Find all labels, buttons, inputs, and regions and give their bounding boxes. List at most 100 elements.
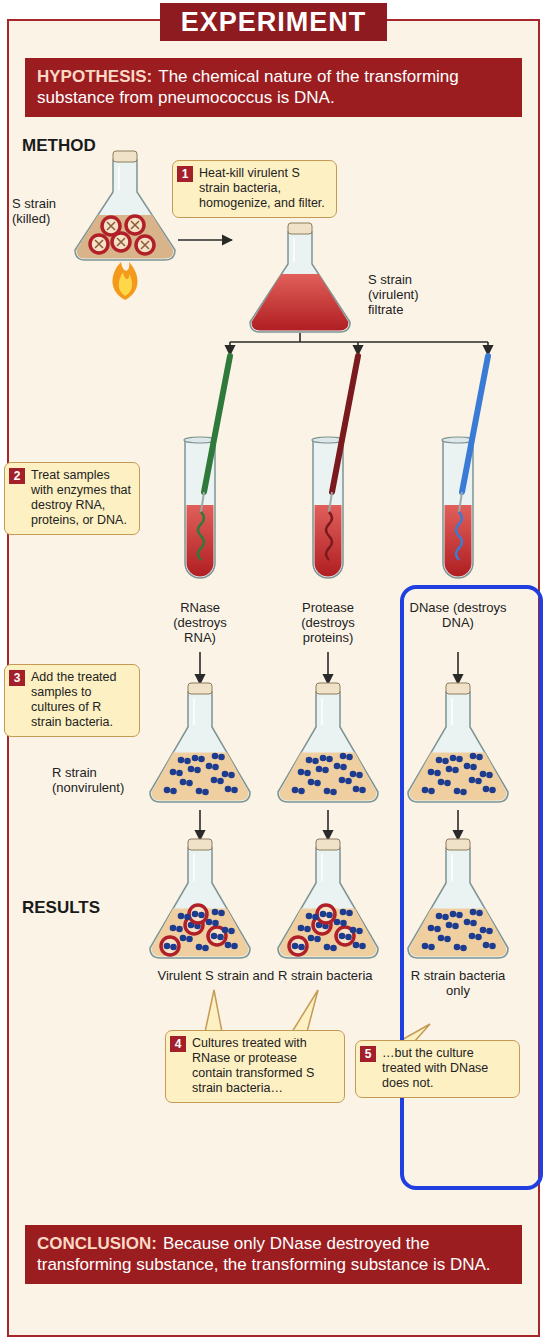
r-strain-cell <box>231 943 238 950</box>
pipette <box>462 356 488 492</box>
r-strain-cell <box>428 788 435 795</box>
r-strain-cell <box>192 911 199 918</box>
flask-glass <box>75 160 175 260</box>
r-strain-cell <box>436 913 443 920</box>
r-strain-cell <box>350 927 357 934</box>
r-strain-cell <box>196 788 203 795</box>
r-strain-cell <box>180 935 187 942</box>
r-strain-cell <box>438 935 445 942</box>
r-strain-cell <box>359 787 366 794</box>
step-callout: 3Add the treated samples to cultures of … <box>4 664 140 737</box>
r-strain-cell <box>428 944 435 951</box>
flask-label: S strain (killed) <box>12 196 70 226</box>
flask-liquid <box>252 274 349 331</box>
callout-text: Treat samples with enzymes that destroy … <box>31 468 132 528</box>
r-strain-cell <box>211 777 218 784</box>
r-strain-cell <box>186 936 193 943</box>
r-strain-cell <box>476 910 483 917</box>
r-strain-cell <box>444 780 451 787</box>
callout-text: …but the culture treated with DNase does… <box>382 1046 512 1091</box>
s-strain-capsule <box>102 217 120 235</box>
killed-cell-mark <box>141 241 149 249</box>
r-strain-cell <box>178 913 185 920</box>
r-strain-cell <box>222 927 229 934</box>
r-strain-cell <box>334 763 341 770</box>
callout-number: 3 <box>9 670 25 686</box>
flask-label: R strain (nonvirulent) <box>52 765 142 795</box>
title-tab <box>160 3 387 41</box>
r-strain-cell <box>345 934 352 941</box>
r-strain-cell <box>422 787 429 794</box>
r-strain-cell <box>486 772 493 779</box>
r-strain-cell <box>450 911 457 918</box>
r-strain-cell <box>308 779 315 786</box>
r-strain-cell <box>469 777 476 784</box>
flask-liquid <box>410 753 507 801</box>
step-callout: 1Heat-kill virulent S strain bacteria, h… <box>172 160 337 218</box>
r-strain-cell <box>304 926 311 933</box>
erlenmeyer-flask <box>250 223 350 332</box>
r-strain-cell <box>206 763 213 770</box>
flask-glass <box>408 692 508 802</box>
r-strain-cell <box>340 920 347 927</box>
r-strain-cell <box>180 779 187 786</box>
flow-arrow <box>199 810 201 840</box>
tube-liquid <box>187 505 214 577</box>
band-heading: HYPOTHESIS: <box>37 67 152 86</box>
r-strain-cell <box>475 934 482 941</box>
erlenmeyer-flask <box>75 151 175 260</box>
flask-glass <box>278 692 378 802</box>
r-strain-cell <box>178 757 185 764</box>
r-strain-cell <box>170 769 177 776</box>
r-strain-cell <box>460 789 467 796</box>
erlenmeyer-flask <box>278 839 378 958</box>
flask-stopper <box>316 839 340 850</box>
conclusion-band: CONCLUSION:Because only DNase destroyed … <box>25 1225 522 1284</box>
r-strain-cell <box>446 922 453 929</box>
r-strain-cell <box>218 910 225 917</box>
r-strain-cell <box>353 942 360 949</box>
r-strain-cell <box>196 944 203 951</box>
tube-liquid <box>315 505 342 577</box>
r-strain-cell <box>176 770 183 777</box>
r-strain-cell <box>306 913 313 920</box>
glass-highlight <box>193 698 195 725</box>
r-strain-cell <box>345 778 352 785</box>
r-strain-cell <box>212 909 219 916</box>
r-strain-cell <box>212 753 219 760</box>
killed-cell-mark <box>117 238 125 246</box>
callout-text: Heat-kill virulent S strain bacteria, ho… <box>199 166 329 211</box>
r-strain-cell <box>454 788 461 795</box>
enzyme-squiggle <box>456 512 462 560</box>
tube-liquid <box>445 505 472 577</box>
flow-arrow <box>457 810 459 840</box>
flow-arrow <box>230 341 488 343</box>
killed-cell-mark <box>95 240 103 248</box>
r-strain-cell <box>442 758 449 765</box>
s-strain-capsule <box>317 905 335 923</box>
r-strain-cell <box>186 780 193 787</box>
flask-glass <box>278 848 378 958</box>
highlight-box: DNase (destroys DNA)R strain bacteria on… <box>400 585 543 1190</box>
erlenmeyer-flask <box>278 683 378 802</box>
r-strain-cell <box>483 942 490 949</box>
flask-label: S strain (virulent) filtrate <box>368 272 448 317</box>
r-strain-cell <box>225 786 232 793</box>
r-strain-cell <box>450 755 457 762</box>
r-strain-cell <box>228 772 235 779</box>
r-strain-cell <box>198 756 205 763</box>
flask-stopper <box>446 839 470 850</box>
result-callout: 4Cultures treated with RNase or protease… <box>165 1030 345 1103</box>
callout-pointer <box>292 990 318 1032</box>
r-strain-cell <box>322 767 329 774</box>
flask-stopper <box>188 683 212 694</box>
flask-glass <box>150 848 250 958</box>
r-strain-cell <box>211 933 218 940</box>
r-strain-cell <box>217 778 224 785</box>
flask-label: DNase (destroys DNA) <box>404 600 512 630</box>
experiment-frame <box>8 20 539 1336</box>
killed-cell-mark <box>131 221 139 229</box>
r-strain-cell <box>353 786 360 793</box>
flow-arrow <box>457 652 459 684</box>
